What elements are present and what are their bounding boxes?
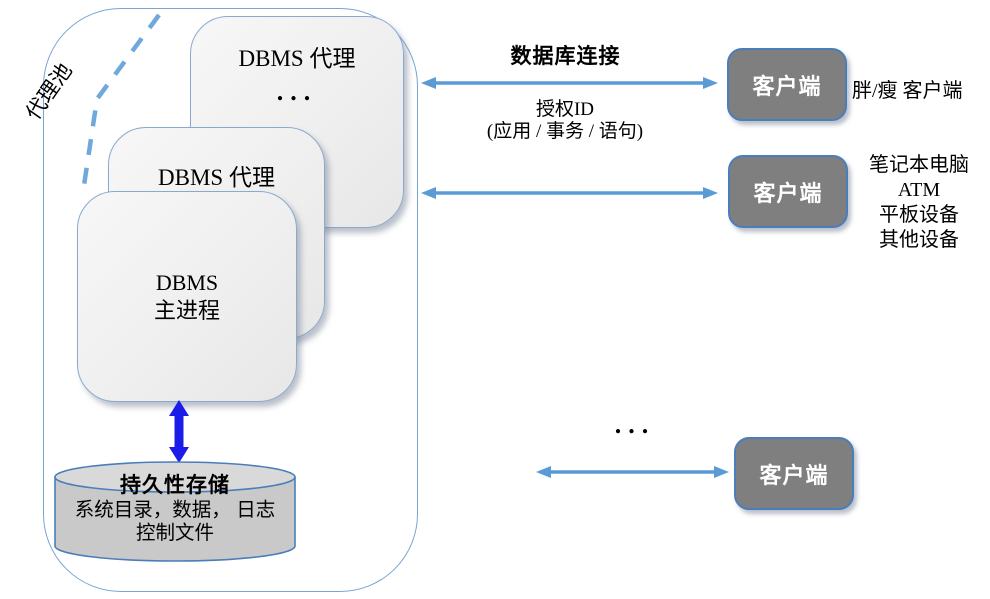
device-list: 笔记本电脑 ATM 平板设备 其他设备 — [845, 153, 990, 253]
connection-arrow-2 — [421, 187, 718, 199]
client-box-2: 客户端 — [728, 155, 848, 228]
client-box-1: 客户端 — [727, 48, 847, 121]
storage-text: 持久性存储 系统目录，数据， 日志 控制文件 — [53, 460, 297, 545]
agents-ellipsis: ... — [276, 77, 318, 106]
db-connection-heading: 数据库连接 — [510, 45, 621, 68]
device-item: ATM — [897, 179, 941, 201]
cylinder-shape — [54, 461, 296, 562]
device-item: 其他设备 — [879, 229, 959, 251]
auth-id-line1: 授权ID — [535, 99, 595, 120]
agent-pool-container — [43, 8, 418, 592]
storage-contents-line1: 系统目录，数据， 日志 — [74, 499, 276, 521]
fat-thin-client-note: 胖/瘦 客户端 — [852, 80, 963, 102]
dbms-main-line1: DBMS — [155, 269, 219, 295]
dbms-main-line2: 主进程 — [153, 297, 220, 323]
storage-contents-line2: 控制文件 — [135, 522, 214, 544]
connection-arrow-1 — [421, 77, 718, 89]
dbms-main-process-label: DBMS 主进程 — [154, 269, 220, 325]
auth-id-line2: (应用 / 事务 / 语句) — [486, 121, 644, 142]
persistent-storage-cylinder: 持久性存储 系统目录，数据， 日志 控制文件 — [53, 460, 297, 564]
storage-double-arrow-icon — [169, 400, 189, 463]
more-clients-ellipsis: ... — [614, 410, 656, 439]
device-item: 平板设备 — [879, 204, 959, 226]
auth-id-label: 授权ID (应用 / 事务 / 语句) — [440, 99, 690, 143]
dbms-agent-title: DBMS 代理 — [238, 46, 356, 71]
client-box-3: 客户端 — [734, 437, 854, 510]
connection-arrow-3 — [536, 466, 729, 478]
device-item: 笔记本电脑 — [869, 154, 969, 176]
dbms-main-process-box: DBMS 主进程 — [77, 191, 297, 402]
dbms-agent-title: DBMS 代理 — [158, 165, 275, 190]
storage-title: 持久性存储 — [120, 474, 230, 497]
